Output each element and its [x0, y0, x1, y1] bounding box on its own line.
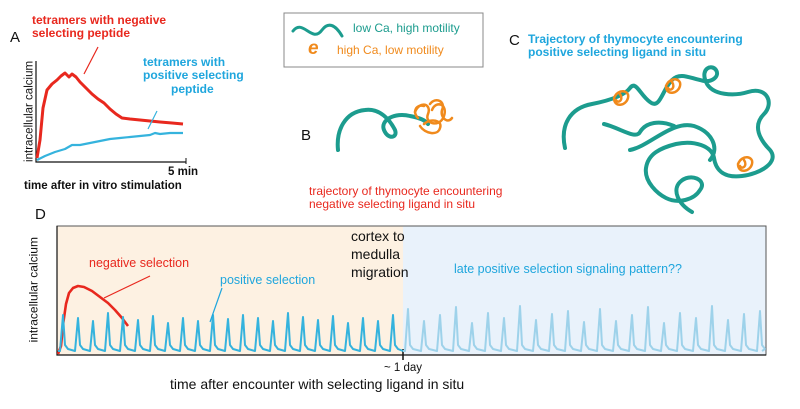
panel-d-pos-pointer [209, 287, 223, 323]
panel-b-caption-line1: trajectory of thymocyte encountering [309, 184, 503, 198]
panel-a-positive-label-line2: positive selecting [143, 68, 244, 83]
panel-c-letter: C [509, 32, 520, 49]
panel-a-neg-pointer [83, 46, 99, 75]
panel-d-late-trace [403, 305, 766, 352]
panel-b-trajectory [335, 107, 430, 152]
legend-low-ca-label: low Ca, high motility [353, 21, 460, 35]
panel-a-letter: A [10, 29, 21, 46]
panel-b-caption-line2: negative selecting ligand in situ [309, 197, 476, 212]
panel-b-letter: B [301, 127, 312, 144]
legend-high-ca-label: high Ca, low motility [337, 43, 444, 57]
panel-d-x-tick-label: ~ 1 day [384, 362, 423, 374]
legend-low-ca-squiggle [291, 23, 344, 38]
panel-b-high-ca-tangle [413, 99, 454, 135]
panel-d-y-axis-label: intracellular calcium [26, 237, 41, 343]
panel-d-migration-line2: medulla [351, 245, 401, 262]
panel-a-pos-pointer [147, 110, 158, 130]
panel-d-migration-line3: migration [351, 263, 409, 280]
panel-d-x-axis-label: time after encounter with selecting liga… [170, 376, 465, 392]
panel-a-positive-label: tetramers with positive selecting peptid… [143, 55, 244, 96]
panel-a-negative-curve [35, 71, 184, 159]
panel-b-caption: trajectory of thymocyte encountering neg… [309, 184, 503, 212]
panel-d-positive-trace [58, 312, 404, 352]
panel-d-positive-label: positive selection [220, 273, 316, 287]
panel-d-negative-label: negative selection [89, 256, 190, 270]
panel-c-title-line1: Trajectory of thymocyte encountering [528, 32, 743, 46]
panel-a-negative-label: tetramers with negative selecting peptid… [32, 13, 167, 41]
panel-a-y-axis-label: intracellular calcium [23, 60, 36, 162]
panel-d-migration-line1: cortex to [351, 228, 405, 244]
panel-a-negative-label-line2: selecting peptide [32, 26, 131, 41]
panel-d-axes [56, 226, 766, 356]
panel-c-title: Trajectory of thymocyte encountering pos… [528, 32, 743, 60]
legend-high-ca-glyph: e [308, 38, 319, 59]
panel-d-neg-pointer [103, 275, 151, 299]
panel-d-letter: D [35, 206, 46, 223]
panel-a-positive-label-line1: tetramers with [143, 55, 226, 69]
panel-a-positive-curve [36, 131, 183, 161]
panel-a-x-axis-label: time after in vitro stimulation [24, 180, 182, 192]
panel-c-high-ca-spots [612, 78, 754, 172]
panel-a-positive-label-line3: peptide [171, 81, 214, 96]
panel-c-title-line2: positive selecting ligand in situ [528, 45, 707, 60]
legend-box [283, 12, 484, 68]
panel-c-trajectory [561, 65, 775, 214]
panel-a-axes [35, 61, 186, 163]
panel-d-migration-label: cortex to medulla migration [351, 228, 409, 282]
panel-a-x-tick-label: 5 min [168, 166, 199, 178]
panel-d-late-label: late positive selection signaling patter… [454, 262, 682, 276]
panel-a-negative-label-line1: tetramers with negative [32, 13, 167, 27]
